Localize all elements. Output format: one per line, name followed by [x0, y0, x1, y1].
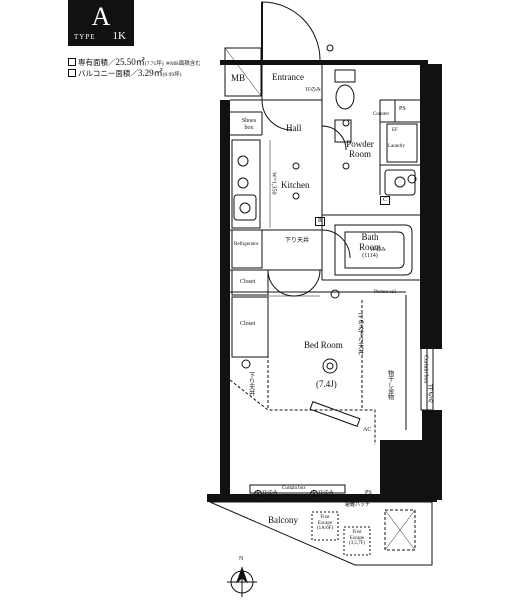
ef-box: EF: [392, 128, 398, 133]
checkbox-icon: [68, 69, 76, 77]
tf-ceiling-note: TFのみ下り天井: [356, 312, 363, 356]
ceiling-light: [292, 162, 300, 170]
picture-rail-label: Picture rail: [374, 290, 397, 295]
hall-label: Hall: [286, 123, 302, 133]
balcony-outline: [209, 501, 433, 566]
ceiling-light: [342, 162, 350, 170]
refrigerator-box: [231, 229, 263, 269]
mb-shaft: [224, 47, 262, 97]
entrance-label: Entrance: [272, 72, 304, 82]
ps-bottom-label: PS: [365, 490, 372, 496]
refrigerator-label: Refrigerator: [234, 242, 259, 247]
counter-label: Counter: [373, 112, 390, 117]
r-box: R: [315, 217, 326, 226]
side-window-note: 物干し金物: [386, 370, 393, 400]
curtain-box-label: Curtain box: [282, 486, 306, 491]
toilet-tank: [334, 69, 356, 83]
closet-1-label: Closet: [240, 279, 256, 285]
bedroom-light: [322, 358, 338, 374]
compass-icon: [227, 566, 257, 597]
bathtub: [334, 224, 413, 276]
tf-bottom-right: TFのみ: [318, 491, 334, 496]
entrance-door: [261, 1, 321, 61]
tf-bath-note: TFのみ: [370, 248, 386, 253]
c-box: C: [380, 196, 391, 205]
balcony-label: Balcony: [268, 515, 298, 525]
ceiling-light: [342, 119, 350, 127]
checkbox-icon: [68, 58, 76, 66]
closet-1-box: [231, 269, 269, 296]
floor-area-line: 専有面積／25.50㎡(7.71坪)※MB面積含む: [68, 55, 201, 68]
curtain-box-side-label: Curtain box: [422, 355, 429, 384]
tf-entrance-note: TFのみ: [305, 88, 321, 93]
balcony-area-line: バルコニー面積／3.29㎡(0.99坪): [68, 66, 181, 79]
closet-2-label: Closet: [240, 321, 256, 327]
type-letter: A: [91, 2, 111, 31]
ceiling-light: [292, 192, 300, 200]
tf-right-note: TFのみ: [426, 384, 433, 404]
type-badge: A TYPE 1K: [68, 0, 134, 46]
ceiling-drop-kitchen: 下り天井: [285, 238, 310, 244]
mb-label: MB: [231, 73, 246, 83]
walls: [207, 60, 442, 502]
bed-room-label: Bed Room: [304, 340, 343, 350]
type-code: 1K: [112, 30, 126, 42]
tf-bottom-left: TFのみ: [262, 491, 278, 496]
north-label: N: [239, 556, 244, 562]
ceiling-drop-bed: 下り天井: [247, 372, 254, 396]
ps-top-label: PS: [399, 106, 406, 112]
s-mark: S: [310, 490, 318, 498]
type-word: TYPE: [74, 33, 96, 41]
s-mark: S: [254, 490, 262, 498]
laundry-label: Laundry: [388, 144, 405, 149]
ac-label: AC: [363, 427, 372, 433]
cover-note-label: 避難ハッチ: [345, 503, 371, 508]
bed-size-label: (7.4J): [316, 379, 337, 389]
kitchen-label: Kitchen: [281, 180, 310, 190]
width-dimension: W=1,350: [270, 172, 277, 195]
lamp-icon: [326, 44, 334, 52]
toilet-bowl: [335, 84, 355, 110]
kitchen-counter: [231, 139, 261, 229]
